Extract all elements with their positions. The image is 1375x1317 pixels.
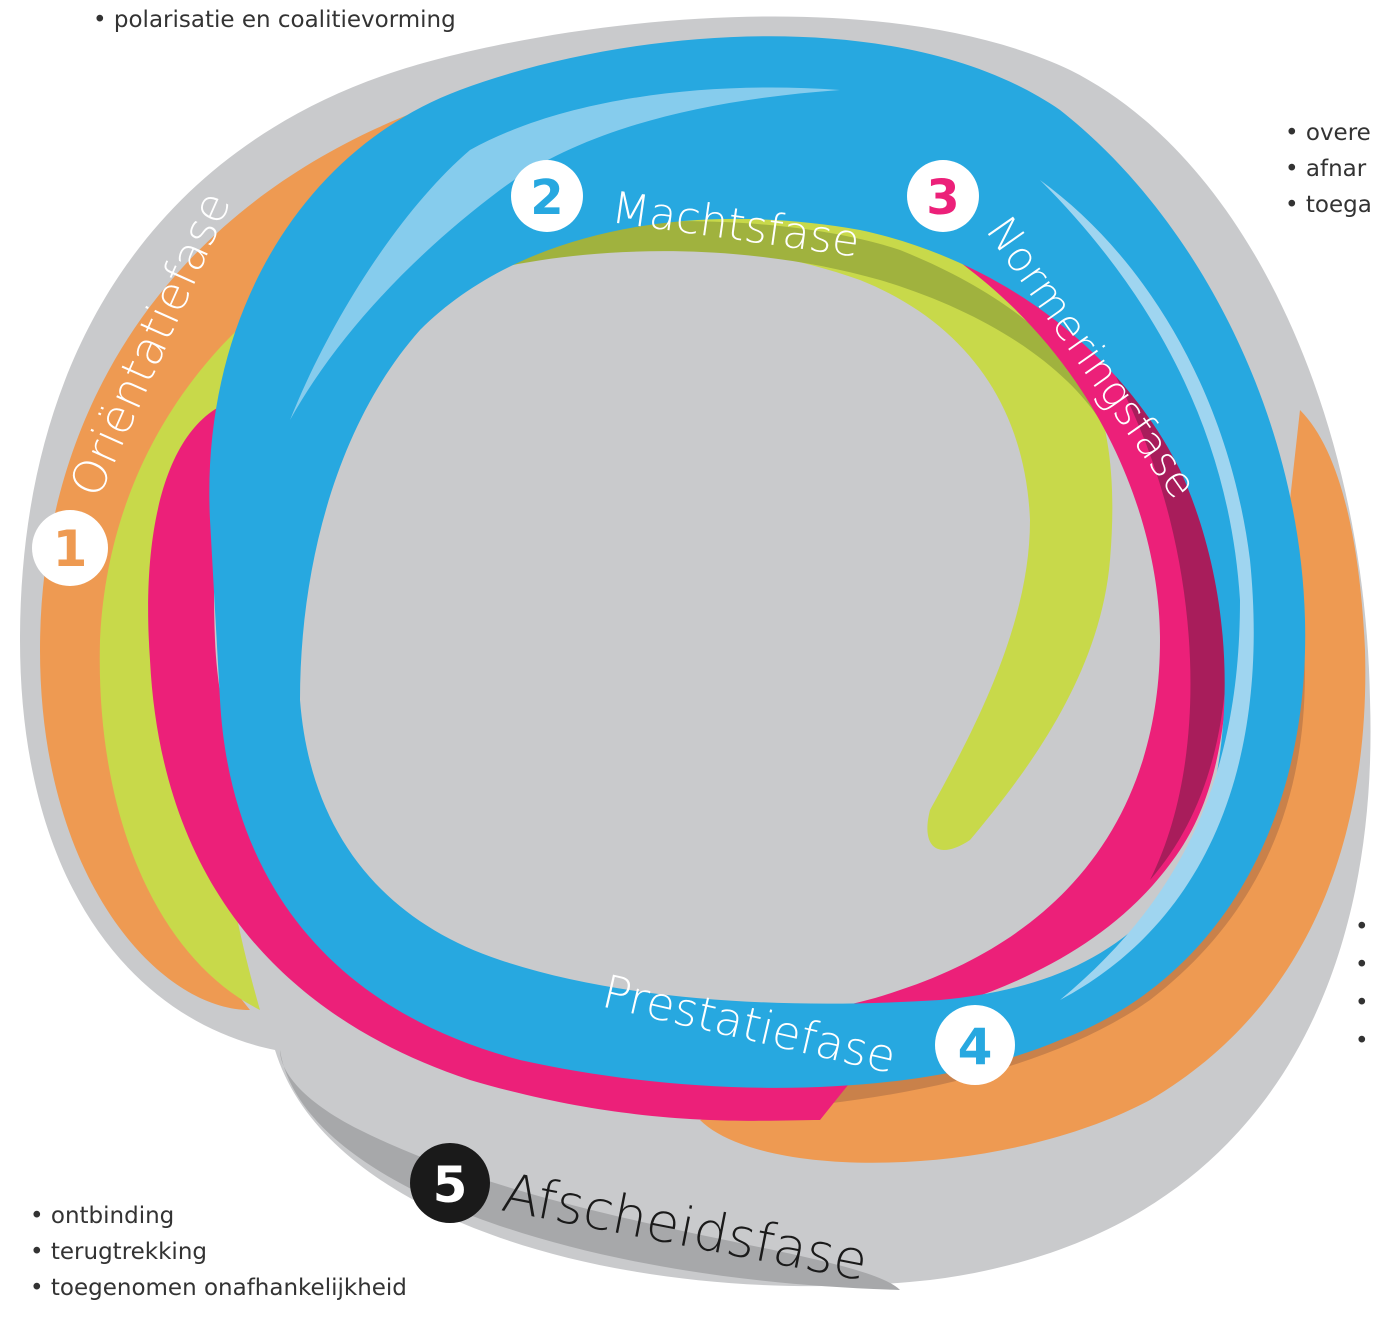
phase-5-number: 5 xyxy=(433,1156,468,1214)
note-bottom-left-0: • ontbinding xyxy=(30,1203,174,1229)
ribbon-gray-tail xyxy=(280,1050,900,1290)
note-top-right-2: • toega xyxy=(1285,192,1372,218)
ribbon-orange-right xyxy=(700,410,1366,1163)
ribbon-green-shadow xyxy=(420,221,1100,420)
ribbon-blue-highlight-top xyxy=(290,87,840,420)
ribbon-orange-right-shadow xyxy=(760,600,1305,1110)
phase-5-badge: 5 xyxy=(410,1143,490,1223)
ribbon-blue xyxy=(209,36,1306,1088)
phase-2-number: 2 xyxy=(530,170,563,226)
note-bottom-left-2: • toegenomen onafhankelijkheid xyxy=(30,1275,407,1301)
phase-1-number: 1 xyxy=(53,520,88,578)
phase-2-badge: 2 xyxy=(511,160,583,232)
note-right-0: • xyxy=(1355,914,1369,940)
note-top-right-1: • afnar xyxy=(1285,156,1367,182)
note-top-right-0: • overe xyxy=(1285,120,1371,146)
note-right-3: • xyxy=(1355,1028,1369,1054)
note-right-2: • xyxy=(1355,990,1369,1016)
note-top-left-0: • polarisatie en coalitievorming xyxy=(93,7,456,33)
ribbon-green xyxy=(99,188,1113,1011)
phase-4-badge: 4 xyxy=(935,1005,1015,1085)
note-bottom-left-1: • terugtrekking xyxy=(30,1239,207,1265)
phase-4-number: 4 xyxy=(958,1018,993,1076)
ribbon-blue-highlight xyxy=(1040,180,1254,1000)
phase-3-badge: 3 xyxy=(907,160,979,232)
phase-3-number: 3 xyxy=(926,170,959,226)
phase-1-badge: 1 xyxy=(32,510,108,586)
note-right-1: • xyxy=(1355,952,1369,978)
